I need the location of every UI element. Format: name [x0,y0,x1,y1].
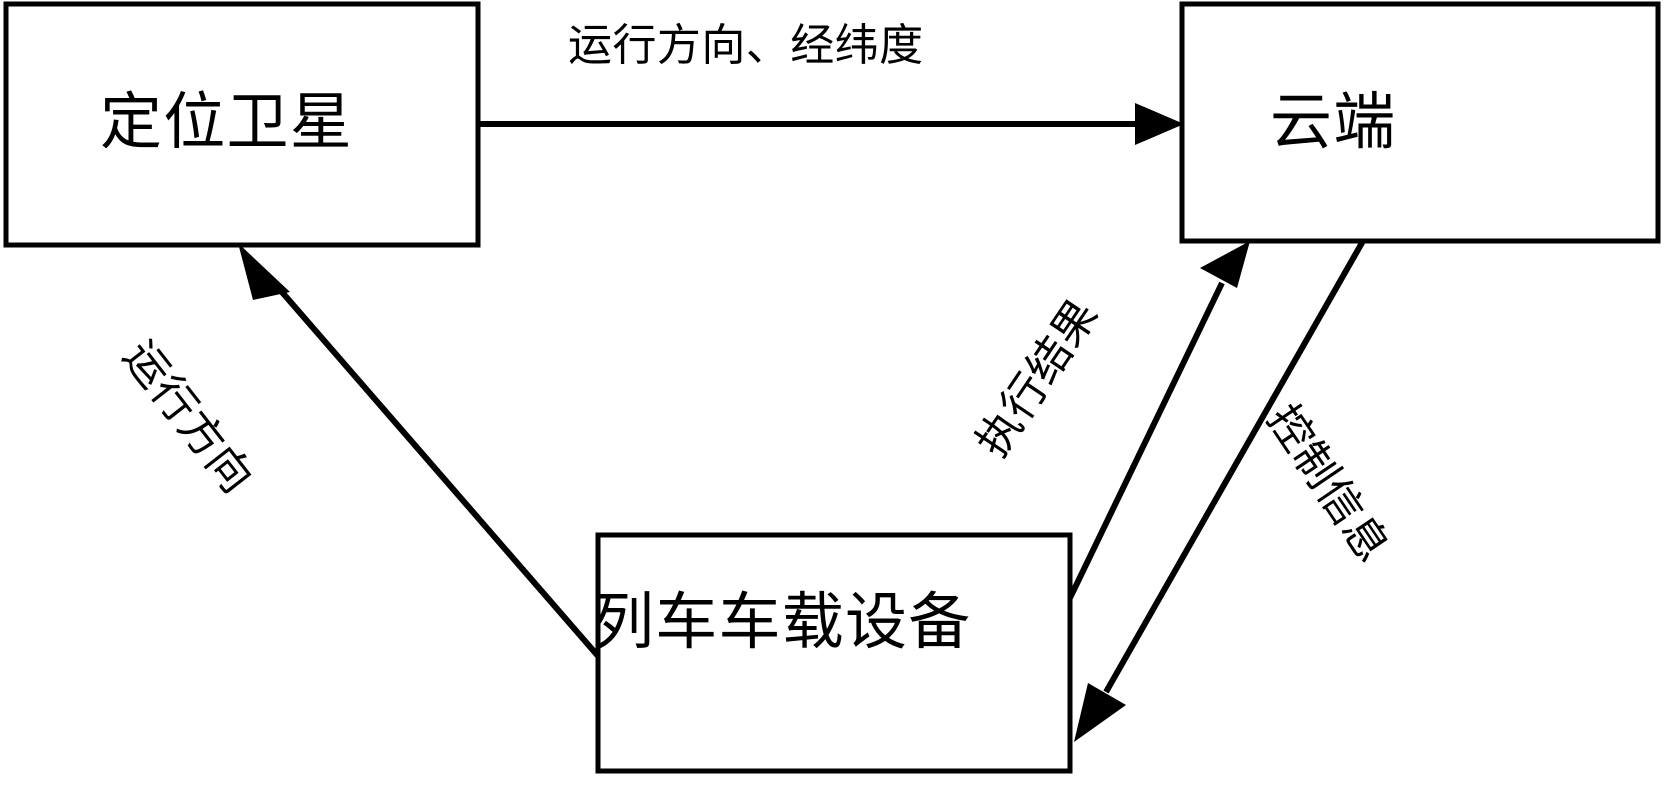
edge-satellite-to-cloud [478,103,1184,145]
edge-line-onboard-to-satellite [265,274,601,658]
arrowhead-satellite-to-cloud [1135,103,1184,145]
node-label-onboard: 列车车载设备 [592,588,972,657]
arrowhead-onboard-to-satellite [238,243,290,300]
node-label-cloud: 云端 [1270,88,1397,157]
edge-line-cloud-to-onboard [1103,239,1366,694]
edge-onboard-to-satellite [238,243,601,658]
node-box-onboard[interactable] [595,532,1073,774]
node-label-satellite: 定位卫星 [100,88,353,157]
node-box-cloud[interactable] [1179,1,1661,244]
arrowhead-cloud-to-onboard [1074,683,1126,742]
edge-cloud-to-onboard [1074,239,1366,742]
edge-onboard-to-cloud [1067,241,1250,600]
edge-label-satellite-to-cloud: 运行方向、经纬度 [568,21,924,70]
edge-line-onboard-to-cloud [1067,281,1225,600]
arrowhead-onboard-to-cloud [1200,241,1250,288]
node-box-satellite[interactable] [3,1,481,248]
